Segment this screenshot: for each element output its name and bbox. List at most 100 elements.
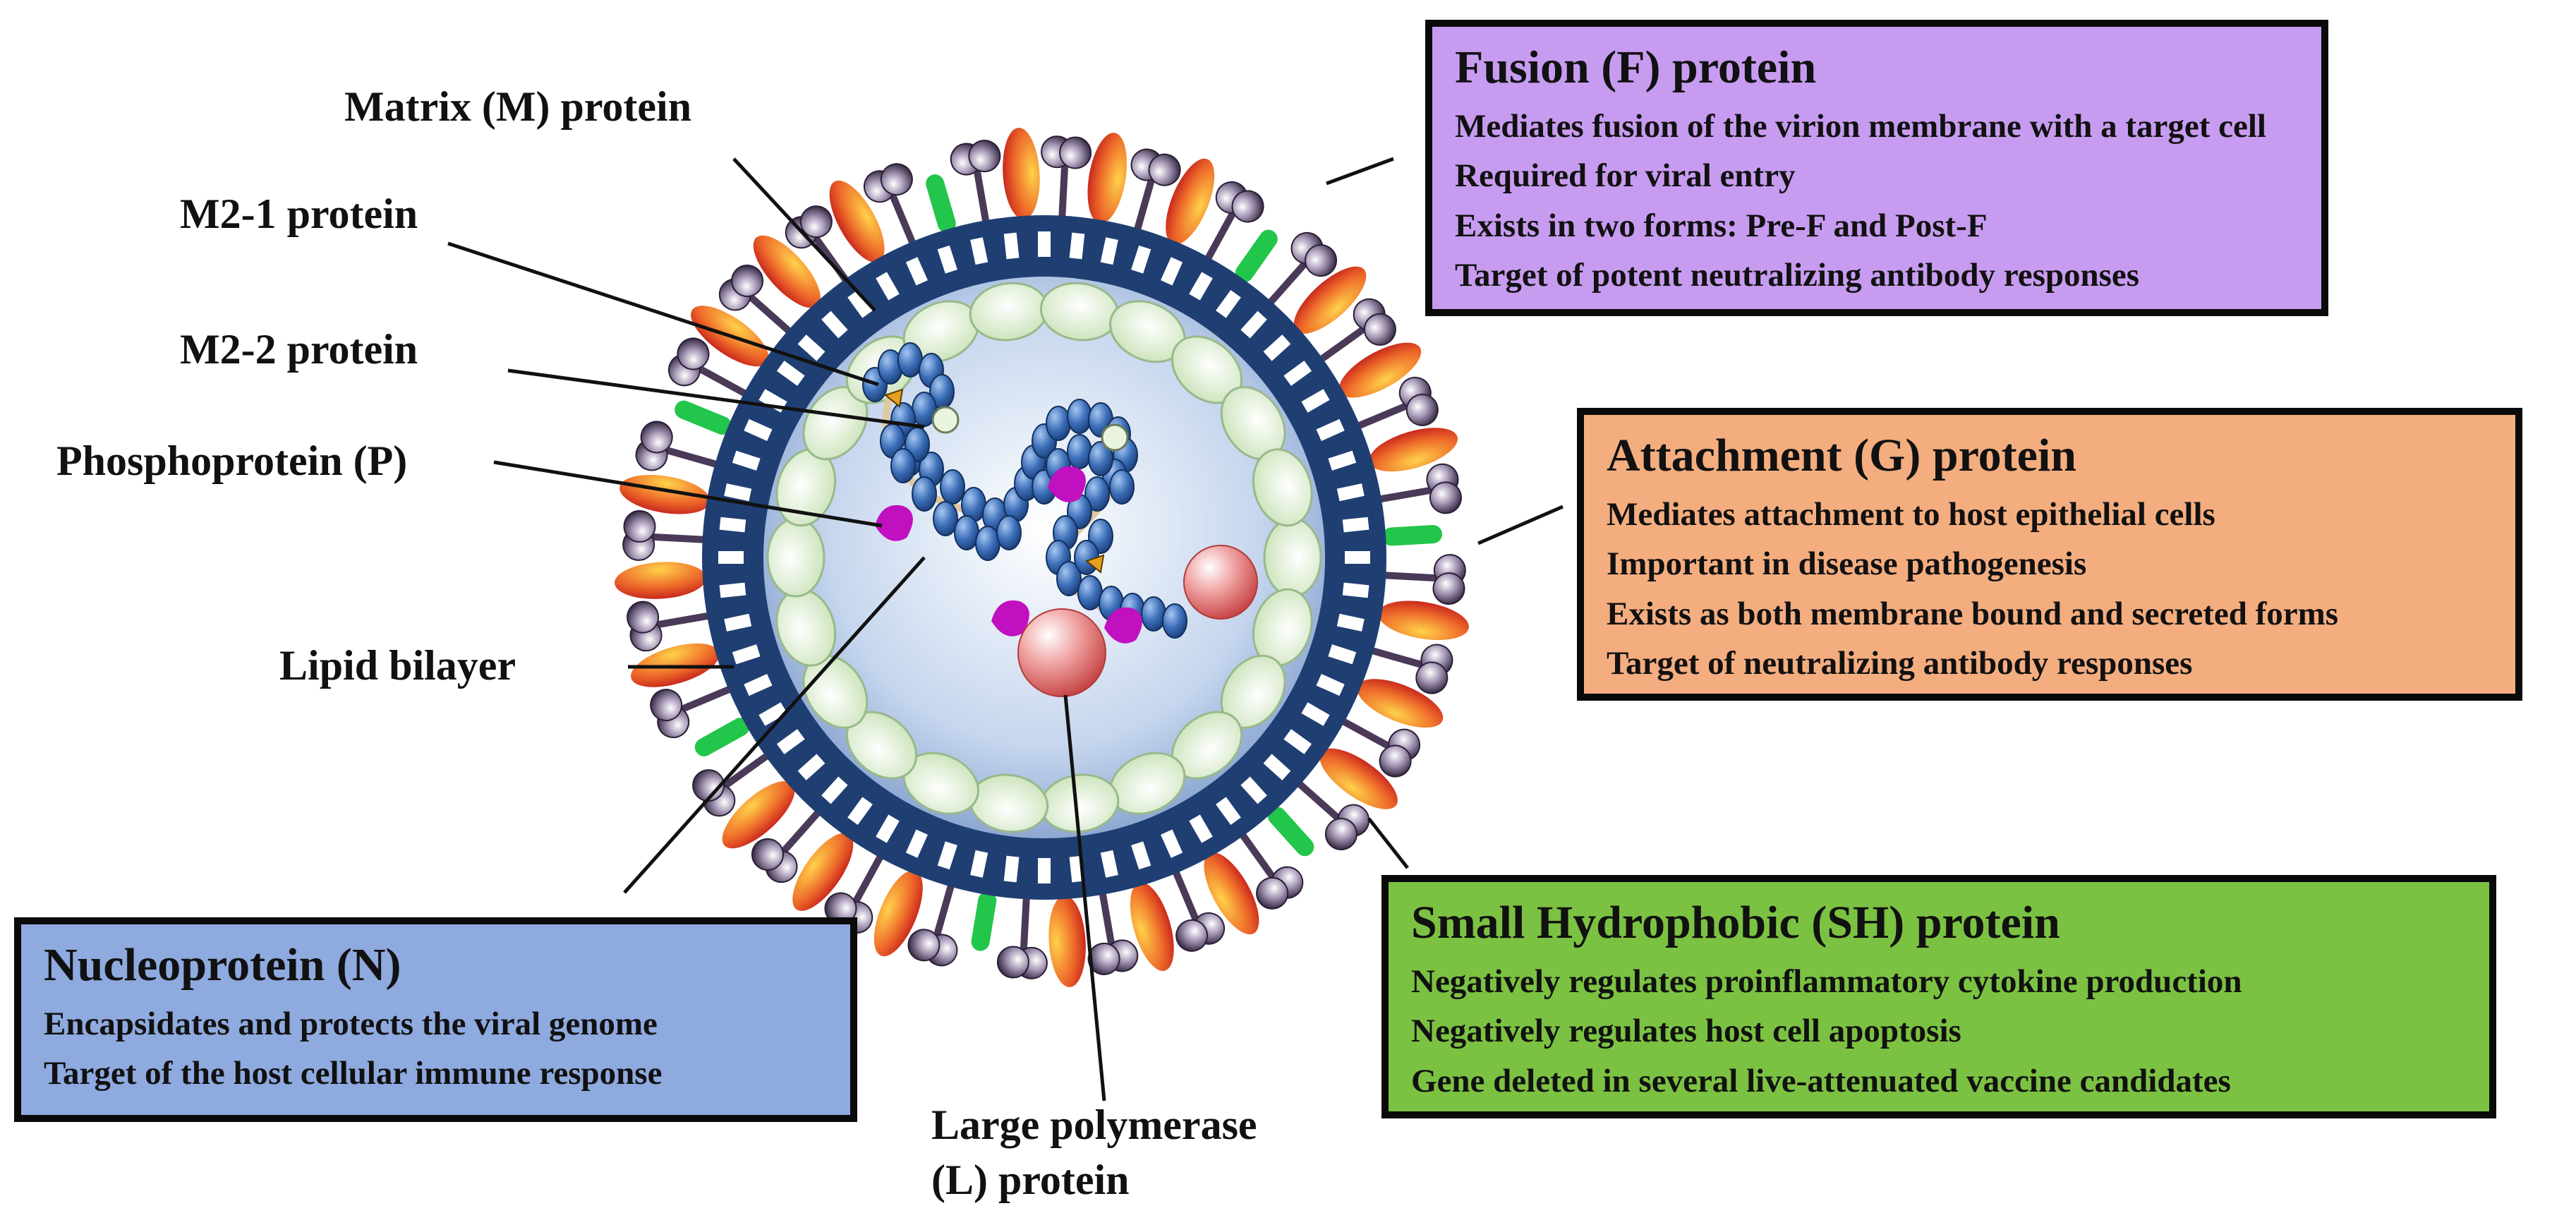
bilayer-tick [1038,858,1051,883]
fusion-head [1324,818,1357,851]
nucleoprotein-bead [1056,561,1082,596]
nucleoprotein-bead [996,515,1022,550]
sh-spike [971,891,997,951]
fusion-stalk [1133,176,1156,233]
bilayer-tick [719,582,746,598]
fusion-stalk [851,852,885,906]
nucleo-item: Target of the host cellular immune respo… [44,1055,663,1092]
large-polymerase-label: Large polymerase (L) protein [931,1097,1257,1207]
attachment-spike-body [1166,158,1215,245]
attachment-spike [1293,266,1367,334]
fusion-protein-title: Fusion (F) protein [1455,42,1817,93]
bilayer-tick [937,841,957,870]
fusion-head [751,838,784,871]
fusion-head [677,337,710,370]
bilayer-tick [1189,272,1213,301]
fusion-head [1363,313,1396,346]
bilayer-tick [1131,245,1151,274]
bilayer-tick [1301,389,1330,413]
nucleoprotein-box: Nucleoprotein (N) Encapsidates and prote… [14,917,857,1122]
attachment-spike-body [1087,133,1127,224]
bilayer-tick [1240,776,1267,804]
fusion-stalk [1369,646,1426,669]
fusion-stalk [933,882,955,939]
fusion-spike [667,337,749,398]
fusion-spike [1238,831,1304,910]
fusion-head [880,163,913,196]
sh-spike [675,400,732,435]
attachment-spike-body [873,870,923,957]
sh-spike [1235,229,1278,282]
fusion-spike [1355,376,1439,430]
fusion-item: Exists in two forms: Pre-F and Post-F [1455,207,1988,244]
leader-large [1063,694,1106,1102]
sh-item: Negatively regulates host cell apoptosis [1411,1013,1961,1050]
nucleoprotein-bead [1077,575,1103,610]
bilayer-tick [718,551,744,564]
bilayer-tick [1161,829,1183,858]
bilayer-tick [821,310,848,339]
attachment-spike-body [1357,679,1444,728]
bilayer-tick [821,776,848,804]
bilayer-tick [1336,613,1365,632]
sh-spike-body [1267,807,1314,857]
fusion-stalk [1377,486,1434,503]
fusion-head [731,264,764,297]
fusion-head [1415,661,1449,694]
fusion-spike [1339,717,1421,778]
nucleo-item: Encapsidates and protects the viral geno… [44,1005,658,1042]
m2-1-protein-label: M2-1 protein [180,191,418,237]
attachment-spike [1319,748,1398,809]
fusion-head [1059,136,1092,169]
fusion-head [1305,244,1338,277]
leader-attachment [1477,505,1564,545]
fusion-spike [1041,135,1092,219]
attachment-protein-title: Attachment (G) protein [1607,430,2076,481]
leader-nucleo [623,556,926,894]
sh-item: Gene deleted in several live-attenuated … [1411,1062,2231,1099]
bilayer-tick [970,850,988,878]
bilayer-tick [1216,797,1241,826]
fusion-head [627,601,660,634]
bilayer-tick [1336,483,1365,502]
sh-spike-body [1235,229,1278,282]
nucleoprotein-bead [1162,603,1187,639]
large-polymerase [1017,608,1106,697]
sh-item: Negatively regulates proinflammatory cyt… [1411,962,2242,1000]
fusion-head [1405,393,1439,426]
phosphoprotein [1048,466,1086,502]
attachment-spike [619,474,710,514]
fusion-spike [996,895,1048,979]
m2-1-protein [883,388,904,408]
lipid-bilayer-label: Lipid bilayer [279,642,516,689]
bilayer-tick [905,257,928,286]
fusion-stalk [720,752,771,790]
bilayer-tick [1328,450,1357,471]
large-polymerase-label-line2: (L) protein [931,1157,1130,1203]
bilayer-tick [724,483,752,502]
fusion-spike [1295,779,1370,851]
sh-protein-list: Negatively regulates proinflammatory cyt… [1411,957,2467,1106]
fusion-protein-box: Fusion (F) protein Mediates fusion of th… [1425,20,2328,316]
bilayer-tick [1301,702,1330,726]
fusion-head [1231,190,1264,223]
bilayer-tick [797,754,826,780]
bilayer-tick [937,245,957,274]
m2-2-protein-label: M2-2 protein [180,326,418,373]
sh-spike-body [694,718,750,756]
bilayer-tick [847,289,873,318]
lipid-bilayer-pattern [718,231,1370,883]
fusion-stalk [1058,162,1069,219]
matrix-protein [1263,517,1322,598]
fusion-spike [718,264,794,336]
attachment-spike [1048,895,1086,987]
sh-protein-title: Small Hydrophobic (SH) protein [1411,897,2060,948]
nucleoprotein-bead [890,448,916,483]
fusion-stalk [1171,868,1200,924]
fusion-stalk [1266,259,1310,307]
fusion-spike [1266,231,1338,307]
bilayer-tick [776,729,805,754]
matrix-protein-layer [766,282,1322,833]
attachment-spike-body [1369,428,1458,472]
fusion-head [799,205,833,239]
